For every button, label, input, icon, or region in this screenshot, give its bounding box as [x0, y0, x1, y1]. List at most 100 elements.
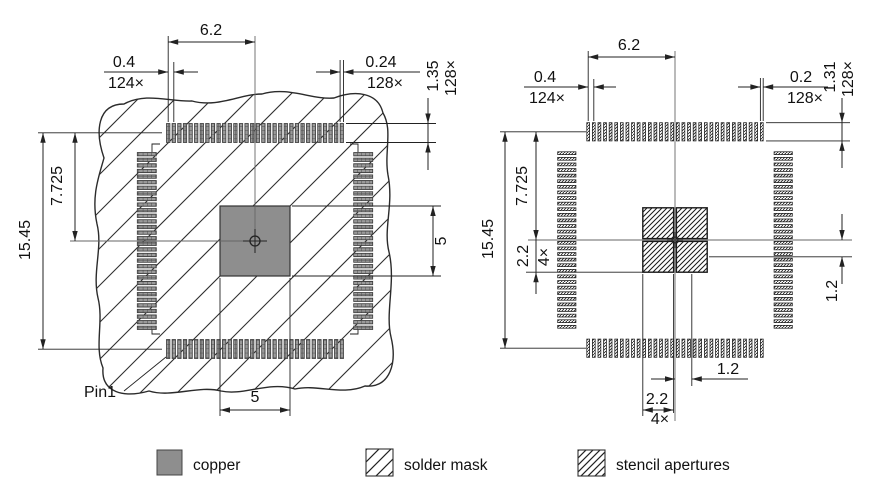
copper-pad [205, 123, 210, 143]
copper-pad [317, 123, 322, 143]
copper-pad [136, 280, 157, 286]
stencil-aperture [557, 274, 577, 279]
stencil-aperture [557, 151, 577, 156]
dim-paste-offset-v: 1.2 [824, 280, 841, 302]
stencil-aperture [653, 338, 658, 358]
stencil-aperture [648, 338, 652, 358]
stencil-aperture [557, 190, 577, 195]
stencil-aperture [603, 122, 607, 142]
stencil-aperture [773, 235, 793, 240]
copper-pad [353, 292, 374, 297]
copper-pad [136, 219, 157, 224]
copper-pad [136, 208, 157, 213]
stencil-aperture [614, 338, 618, 358]
left-centerlines [70, 36, 258, 246]
stencil-aperture [748, 122, 753, 142]
dim-paste-size: 2.2 [515, 245, 532, 267]
stencil-aperture [642, 122, 646, 142]
stencil-aperture [709, 122, 714, 142]
stencil-aperture [681, 122, 686, 142]
stencil-aperture [773, 296, 793, 301]
copper-pad [353, 314, 374, 319]
copper-pad [339, 339, 344, 359]
copper-pad [294, 339, 300, 359]
legend: copper solder mask stencil apertures [156, 448, 730, 477]
hatch-line [94, 91, 197, 394]
stencil-aperture [773, 207, 793, 212]
stencil-aperture [592, 122, 596, 142]
stencil-aperture [608, 338, 613, 358]
copper-pad [322, 339, 328, 359]
copper-pad [233, 123, 238, 143]
stencil-aperture [557, 246, 577, 251]
copper-pad [136, 152, 157, 157]
stencil-aperture [698, 338, 702, 358]
copper-pad [322, 123, 328, 143]
stencil-aperture [704, 122, 708, 142]
copper-pad [353, 213, 374, 218]
dim-overall-left: 15.45 [17, 220, 34, 260]
copper-pad [353, 280, 374, 286]
stencil-aperture [773, 212, 793, 217]
stencil-aperture [614, 122, 618, 142]
dim-pitch-count-right: 124× [529, 90, 565, 107]
copper-pad [353, 236, 374, 241]
copper-pad [255, 123, 260, 143]
stencil-aperture [692, 338, 697, 358]
copper-pad [272, 339, 277, 359]
copper-pad [136, 224, 157, 230]
origin-crosshair [243, 229, 267, 253]
copper-pad [353, 297, 374, 302]
stencil-aperture [726, 338, 730, 358]
copper-pad [300, 339, 305, 359]
copper-pad [136, 264, 157, 269]
stencil-aperture [773, 280, 793, 284]
stencil-aperture [664, 122, 669, 142]
dim-pitch-right: 0.4 [534, 69, 556, 86]
copper-pad [328, 123, 333, 143]
stencil-aperture [664, 338, 669, 358]
stencil-aperture [557, 218, 577, 223]
pin1-label: Pin1 [84, 384, 116, 401]
stencil-aperture [773, 196, 793, 200]
copper-pad [244, 123, 249, 143]
copper-pad [171, 339, 176, 359]
hatch-line [94, 91, 160, 394]
copper-pad [353, 168, 374, 174]
stencil-aperture [557, 162, 577, 167]
dim-paste-count-bottom: 4× [651, 411, 669, 428]
copper-pad [136, 292, 157, 297]
dim-aperture-width-count: 128× [787, 90, 823, 107]
copper-pad [210, 339, 216, 359]
copper-pad [136, 275, 157, 280]
stencil-aperture [659, 122, 663, 142]
stencil-aperture [620, 338, 624, 358]
copper-pad [261, 339, 266, 359]
copper-pad [278, 123, 283, 143]
stencil-aperture [620, 122, 624, 142]
stencil-aperture [681, 338, 686, 358]
copper-pad [238, 339, 244, 359]
dim-pad-length: 1.35 [425, 60, 442, 91]
stencil-aperture [773, 324, 793, 329]
copper-pad [255, 339, 260, 359]
stencil-aperture [737, 338, 742, 358]
copper-pad [199, 123, 204, 143]
copper-pad [136, 308, 157, 314]
copper-pad [194, 123, 199, 143]
copper-pad [353, 303, 374, 308]
stencil-aperture [592, 338, 596, 358]
copper-pad [353, 174, 374, 179]
copper-pad [328, 339, 333, 359]
copper-pad-rows [136, 123, 374, 359]
copper-pad [194, 339, 199, 359]
hatch-line [94, 91, 234, 394]
copper-pad [272, 123, 277, 143]
stencil-aperture [557, 296, 577, 301]
stencil-aperture [773, 229, 793, 234]
copper-pad [353, 258, 374, 263]
copper-pad [166, 339, 171, 359]
copper-pad [294, 123, 300, 143]
left-dimension-lines [38, 36, 441, 416]
